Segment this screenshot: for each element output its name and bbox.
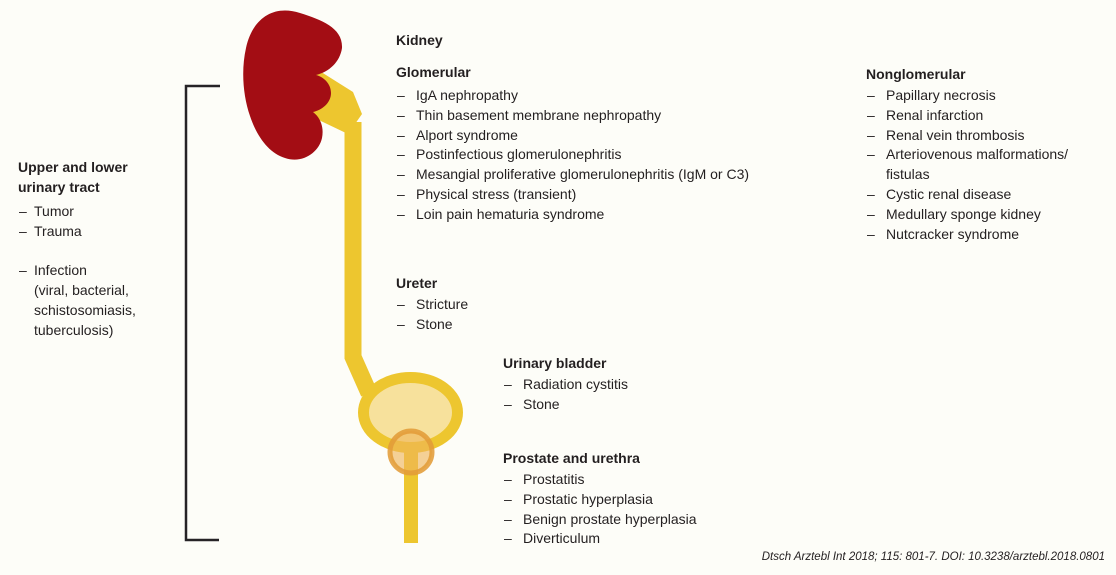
list-item-text: Radiation cystitis <box>523 376 629 392</box>
urinary-bladder-section: Urinary bladder Radiation cystitis Stone <box>503 353 723 415</box>
list-item-text: Papillary necrosis <box>886 87 996 103</box>
list-item-text: Arteriovenous malformations/ <box>886 146 1069 163</box>
prostate-urethra-list: Prostatitis Prostatic hyperplasia Benign… <box>503 470 743 549</box>
list-item: Stricture <box>396 295 596 315</box>
nonglomerular-section: Nonglomerular Papillary necrosis Renal i… <box>866 64 1111 244</box>
list-item: Arteriovenous malformations/ fistulas <box>866 145 1111 185</box>
upper-lower-tract-list: Tumor Trauma Infection (viral, bacterial… <box>18 201 183 340</box>
list-item-text: Loin pain hematuria syndrome <box>416 205 605 222</box>
list-item: Physical stress (transient) <box>396 185 796 205</box>
list-item-text: Prostatic hyperplasia <box>523 490 653 507</box>
list-item: Loin pain hematuria syndrome <box>396 205 796 225</box>
list-item-text: Medullary sponge kidney <box>886 205 1041 222</box>
list-item-text: Stone <box>523 395 560 412</box>
title-line: urinary tract <box>18 179 100 195</box>
list-item-text: fistulas <box>886 166 930 183</box>
list-item: Prostatic hyperplasia <box>503 490 743 510</box>
list-item-text: IgA nephropathy <box>416 87 518 103</box>
list-item: Papillary necrosis <box>866 86 1111 106</box>
list-item: Postinfectious glomerulonephritis <box>396 145 796 165</box>
list-item-text: Infection <box>34 262 87 278</box>
list-item: Diverticulum <box>503 529 743 549</box>
list-item: Mesangial proliferative glomerulonephrit… <box>396 165 796 185</box>
list-item: Cystic renal disease <box>866 185 1111 205</box>
ureter-tube-shape <box>344 122 377 397</box>
list-item-text: Cystic renal disease <box>886 185 1012 202</box>
urinary-bladder-list: Radiation cystitis Stone <box>503 375 723 415</box>
list-item-text: Mesangial proliferative glomerulonephrit… <box>416 166 750 183</box>
list-item-text: Diverticulum <box>523 530 601 547</box>
nonglomerular-title: Nonglomerular <box>866 66 966 82</box>
list-item: Benign prostate hyperplasia <box>503 510 743 530</box>
glomerular-title: Glomerular <box>396 64 471 80</box>
list-item: Renal infarction <box>866 106 1111 126</box>
list-item-text: Renal infarction <box>886 106 984 123</box>
upper-lower-tract-section: Upper and lower urinary tract Tumor Trau… <box>18 157 183 340</box>
list-item: Prostatitis <box>503 470 743 490</box>
list-item: IgA nephropathy <box>396 86 796 106</box>
upper-lower-tract-title: Upper and lower urinary tract <box>18 157 183 197</box>
prostate-urethra-section: Prostate and urethra Prostatitis Prostat… <box>503 448 743 549</box>
nonglomerular-list: Papillary necrosis Renal infarction Rena… <box>866 86 1111 244</box>
list-item-text: Tumor <box>34 203 74 219</box>
citation-text: Dtsch Arztebl Int 2018; 115: 801-7. DOI:… <box>761 551 1105 563</box>
list-item-text: Nutcracker syndrome <box>886 225 1020 242</box>
kidney-heading: Kidney <box>396 32 443 48</box>
list-item-text: schistosomiasis, <box>34 302 136 318</box>
list-item: Alport syndrome <box>396 126 796 146</box>
ureter-section: Ureter Stricture Stone <box>396 273 596 335</box>
list-item-text: Stone <box>416 315 453 332</box>
ureter-list: Stricture Stone <box>396 295 596 335</box>
tract-bracket <box>184 84 220 542</box>
list-item-text: Stricture <box>416 296 469 312</box>
list-item-text: Renal vein thrombosis <box>886 126 1025 143</box>
list-item: Medullary sponge kidney <box>866 205 1111 225</box>
list-item: Infection (viral, bacterial, schistosomi… <box>18 260 183 340</box>
list-item-text: Postinfectious glomerulonephritis <box>416 146 622 163</box>
kidney-shape <box>243 10 343 160</box>
list-item: Trauma <box>18 221 183 241</box>
list-item-text: Trauma <box>34 223 82 239</box>
prostate-urethra-title: Prostate and urethra <box>503 450 640 466</box>
list-item: Radiation cystitis <box>503 375 723 395</box>
list-item-text: Alport syndrome <box>416 126 518 143</box>
ureter-title: Ureter <box>396 275 438 291</box>
list-item-text: Physical stress (transient) <box>416 185 577 202</box>
urinary-bladder-title: Urinary bladder <box>503 355 607 371</box>
list-item: Renal vein thrombosis <box>866 126 1111 146</box>
title-line: Upper and lower <box>18 159 128 175</box>
list-item: Stone <box>503 395 723 415</box>
list-item: Tumor <box>18 201 183 221</box>
list-item: Stone <box>396 315 596 335</box>
glomerular-list: IgA nephropathy Thin basement membrane n… <box>396 86 796 225</box>
list-item: Nutcracker syndrome <box>866 225 1111 245</box>
list-item-text: Thin basement membrane nephropathy <box>416 106 662 123</box>
list-item-text: (viral, bacterial, <box>34 282 129 298</box>
prostate-shape <box>387 428 435 476</box>
list-item-text: Benign prostate hyperplasia <box>523 510 697 527</box>
list-item-text: Prostatitis <box>523 471 585 487</box>
list-item-text: tuberculosis) <box>34 322 114 338</box>
list-item: Thin basement membrane nephropathy <box>396 106 796 126</box>
glomerular-section: Glomerular IgA nephropathy Thin basement… <box>396 62 796 225</box>
